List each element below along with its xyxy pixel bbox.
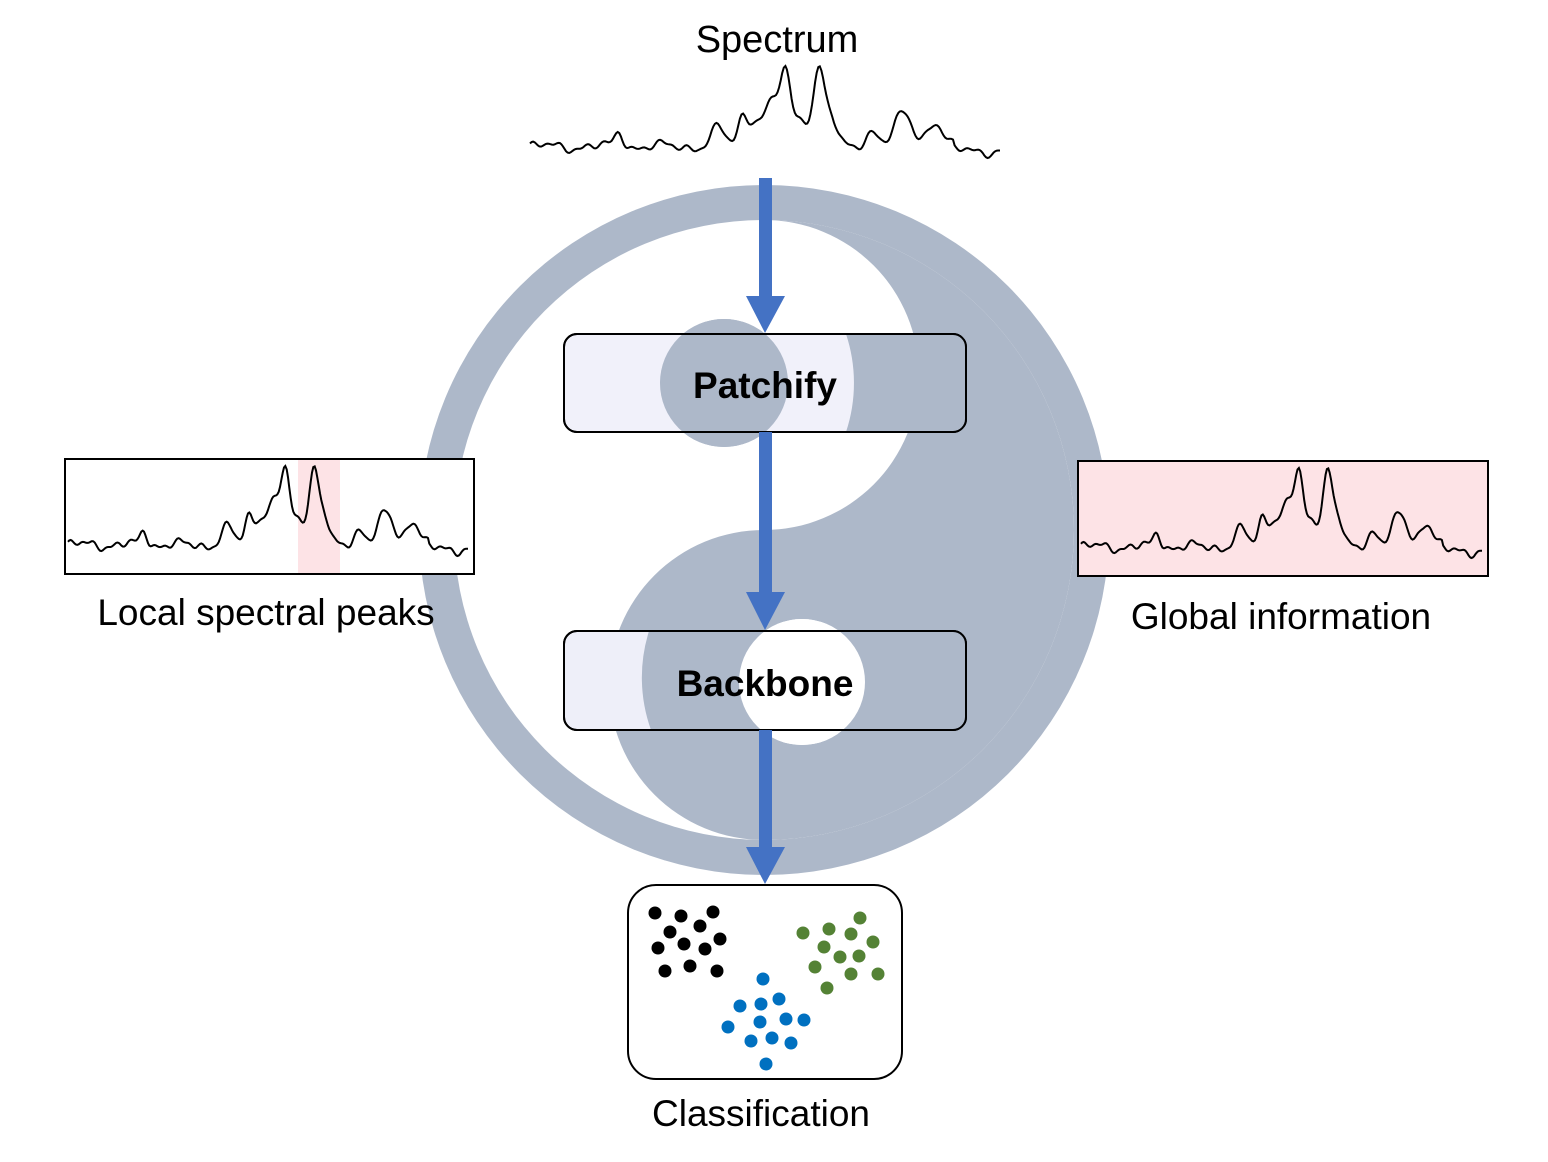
- cluster-black-dot: [658, 964, 672, 978]
- cluster-blue-dot: [759, 1057, 773, 1071]
- cluster-black-dot: [651, 941, 665, 955]
- cluster-green-dot: [844, 927, 858, 941]
- cluster-green-dot: [866, 935, 880, 949]
- cluster-black-dot: [663, 925, 677, 939]
- global-panel-background: [1078, 461, 1488, 576]
- cluster-blue-dot: [797, 1013, 811, 1027]
- cluster-green-dot: [822, 922, 836, 936]
- local-spectrum-curve: [67, 464, 468, 558]
- cluster-green-dot: [796, 926, 810, 940]
- local-peaks-panel: [64, 458, 475, 575]
- cluster-green-dot: [871, 967, 885, 981]
- cluster-black-dot: [698, 942, 712, 956]
- spectrum-label: Spectrum: [696, 19, 859, 61]
- cluster-green-dot: [853, 911, 867, 925]
- global-spectrum-curve: [1080, 466, 1482, 560]
- arrow-head-3: [746, 847, 785, 884]
- cluster-green-dot: [833, 950, 847, 964]
- patchify-dot-overlay: [660, 319, 788, 447]
- cluster-blue-dot: [754, 997, 768, 1011]
- cluster-blue-dot: [784, 1036, 798, 1050]
- classification-clusters: [648, 905, 885, 1071]
- backbone-label: Backbone: [677, 663, 854, 704]
- classification-label: Classification: [652, 1093, 870, 1134]
- cluster-black-dot: [706, 905, 720, 919]
- local-peak-highlight: [298, 460, 340, 574]
- local-peaks-label: Local spectral peaks: [97, 592, 434, 633]
- backbone-light-dot: [739, 619, 865, 745]
- cluster-blue-dot: [744, 1034, 758, 1048]
- cluster-black-dot: [693, 919, 707, 933]
- cluster-blue-dot: [779, 1012, 793, 1026]
- cluster-blue-dot: [772, 992, 786, 1006]
- cluster-blue-dot: [765, 1031, 779, 1045]
- arrow-head-2: [746, 592, 785, 630]
- patchify-box-dark-overlay: [846, 334, 966, 432]
- cluster-black-dot: [710, 964, 724, 978]
- local-panel-background: [65, 459, 474, 574]
- cluster-black-dot: [674, 909, 688, 923]
- arrow-shaft-3: [759, 730, 772, 850]
- cluster-black-dot: [648, 906, 662, 920]
- cluster-green-dot: [820, 981, 834, 995]
- patchify-label: Patchify: [693, 365, 837, 406]
- arrow-head-1: [746, 296, 785, 333]
- global-info-label: Global information: [1131, 596, 1431, 637]
- cluster-green-dot: [808, 960, 822, 974]
- cluster-blue-dot: [753, 1015, 767, 1029]
- cluster-black-dot: [683, 959, 697, 973]
- spectrum-top-curve: [529, 64, 1000, 160]
- local-panel-border: [64, 458, 475, 575]
- global-info-panel: [1077, 460, 1489, 577]
- arrow-shaft-2: [759, 432, 772, 595]
- cluster-blue-dot: [733, 999, 747, 1013]
- cluster-green-dot: [844, 967, 858, 981]
- cluster-green-dot: [852, 949, 866, 963]
- flow-arrows: [746, 178, 785, 333]
- cluster-green-dot: [817, 940, 831, 954]
- cluster-blue-dot: [756, 972, 770, 986]
- arrow-shaft-1: [759, 178, 772, 298]
- cluster-blue-dot: [721, 1020, 735, 1034]
- cluster-black-dot: [713, 932, 727, 946]
- cluster-black-dot: [677, 937, 691, 951]
- global-panel-border: [1077, 460, 1489, 577]
